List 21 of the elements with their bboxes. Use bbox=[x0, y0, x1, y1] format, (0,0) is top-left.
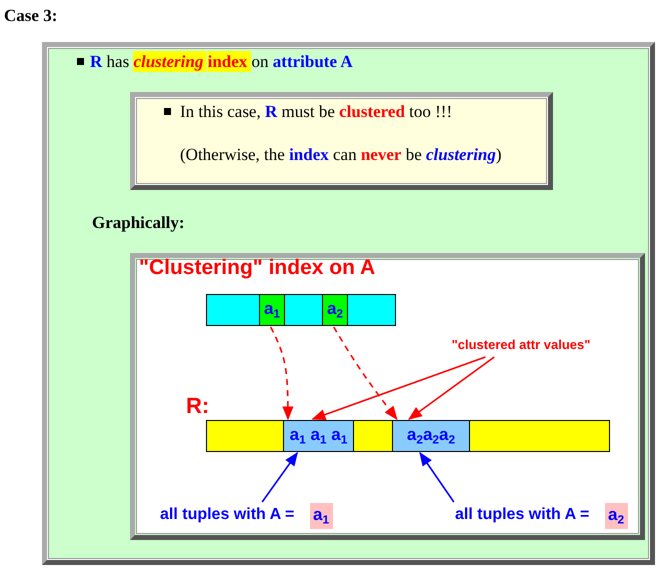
annotation-text: all tuples with A = bbox=[455, 506, 590, 524]
bullet-text: R has clustering index on attribute A bbox=[90, 52, 353, 72]
relation-bar bbox=[206, 420, 610, 452]
tuple-group: a$_{2}$a$_{2}$a$_{2}$ bbox=[392, 420, 470, 452]
subheading: Graphically: bbox=[92, 213, 185, 233]
annotation-text: "clustered attr values" bbox=[432, 334, 610, 356]
note-box bbox=[130, 92, 553, 190]
panel-heading: "Clustering" index on A bbox=[139, 256, 376, 280]
heading: Case 3: bbox=[4, 6, 58, 26]
tuple-group: a$_{1}$ a$_{1}$ a$_{1}$ bbox=[283, 420, 354, 452]
annotation-text: all tuples with A = bbox=[160, 506, 294, 524]
relation-label: R: bbox=[186, 393, 210, 419]
index-bar bbox=[206, 294, 396, 326]
diagram-panel bbox=[130, 253, 645, 540]
bullet-text: (Otherwise, the index can never be clustering) bbox=[180, 145, 502, 165]
content-panel bbox=[42, 42, 655, 565]
bullet-text: In this case, R must be clustered too !!! bbox=[180, 102, 452, 122]
index-entry: a$_{1}$ bbox=[259, 294, 285, 326]
value-tag: a$_{2}$ bbox=[605, 503, 628, 529]
index-entry: a$_{2}$ bbox=[322, 294, 348, 326]
value-tag: a$_{1}$ bbox=[310, 503, 334, 529]
